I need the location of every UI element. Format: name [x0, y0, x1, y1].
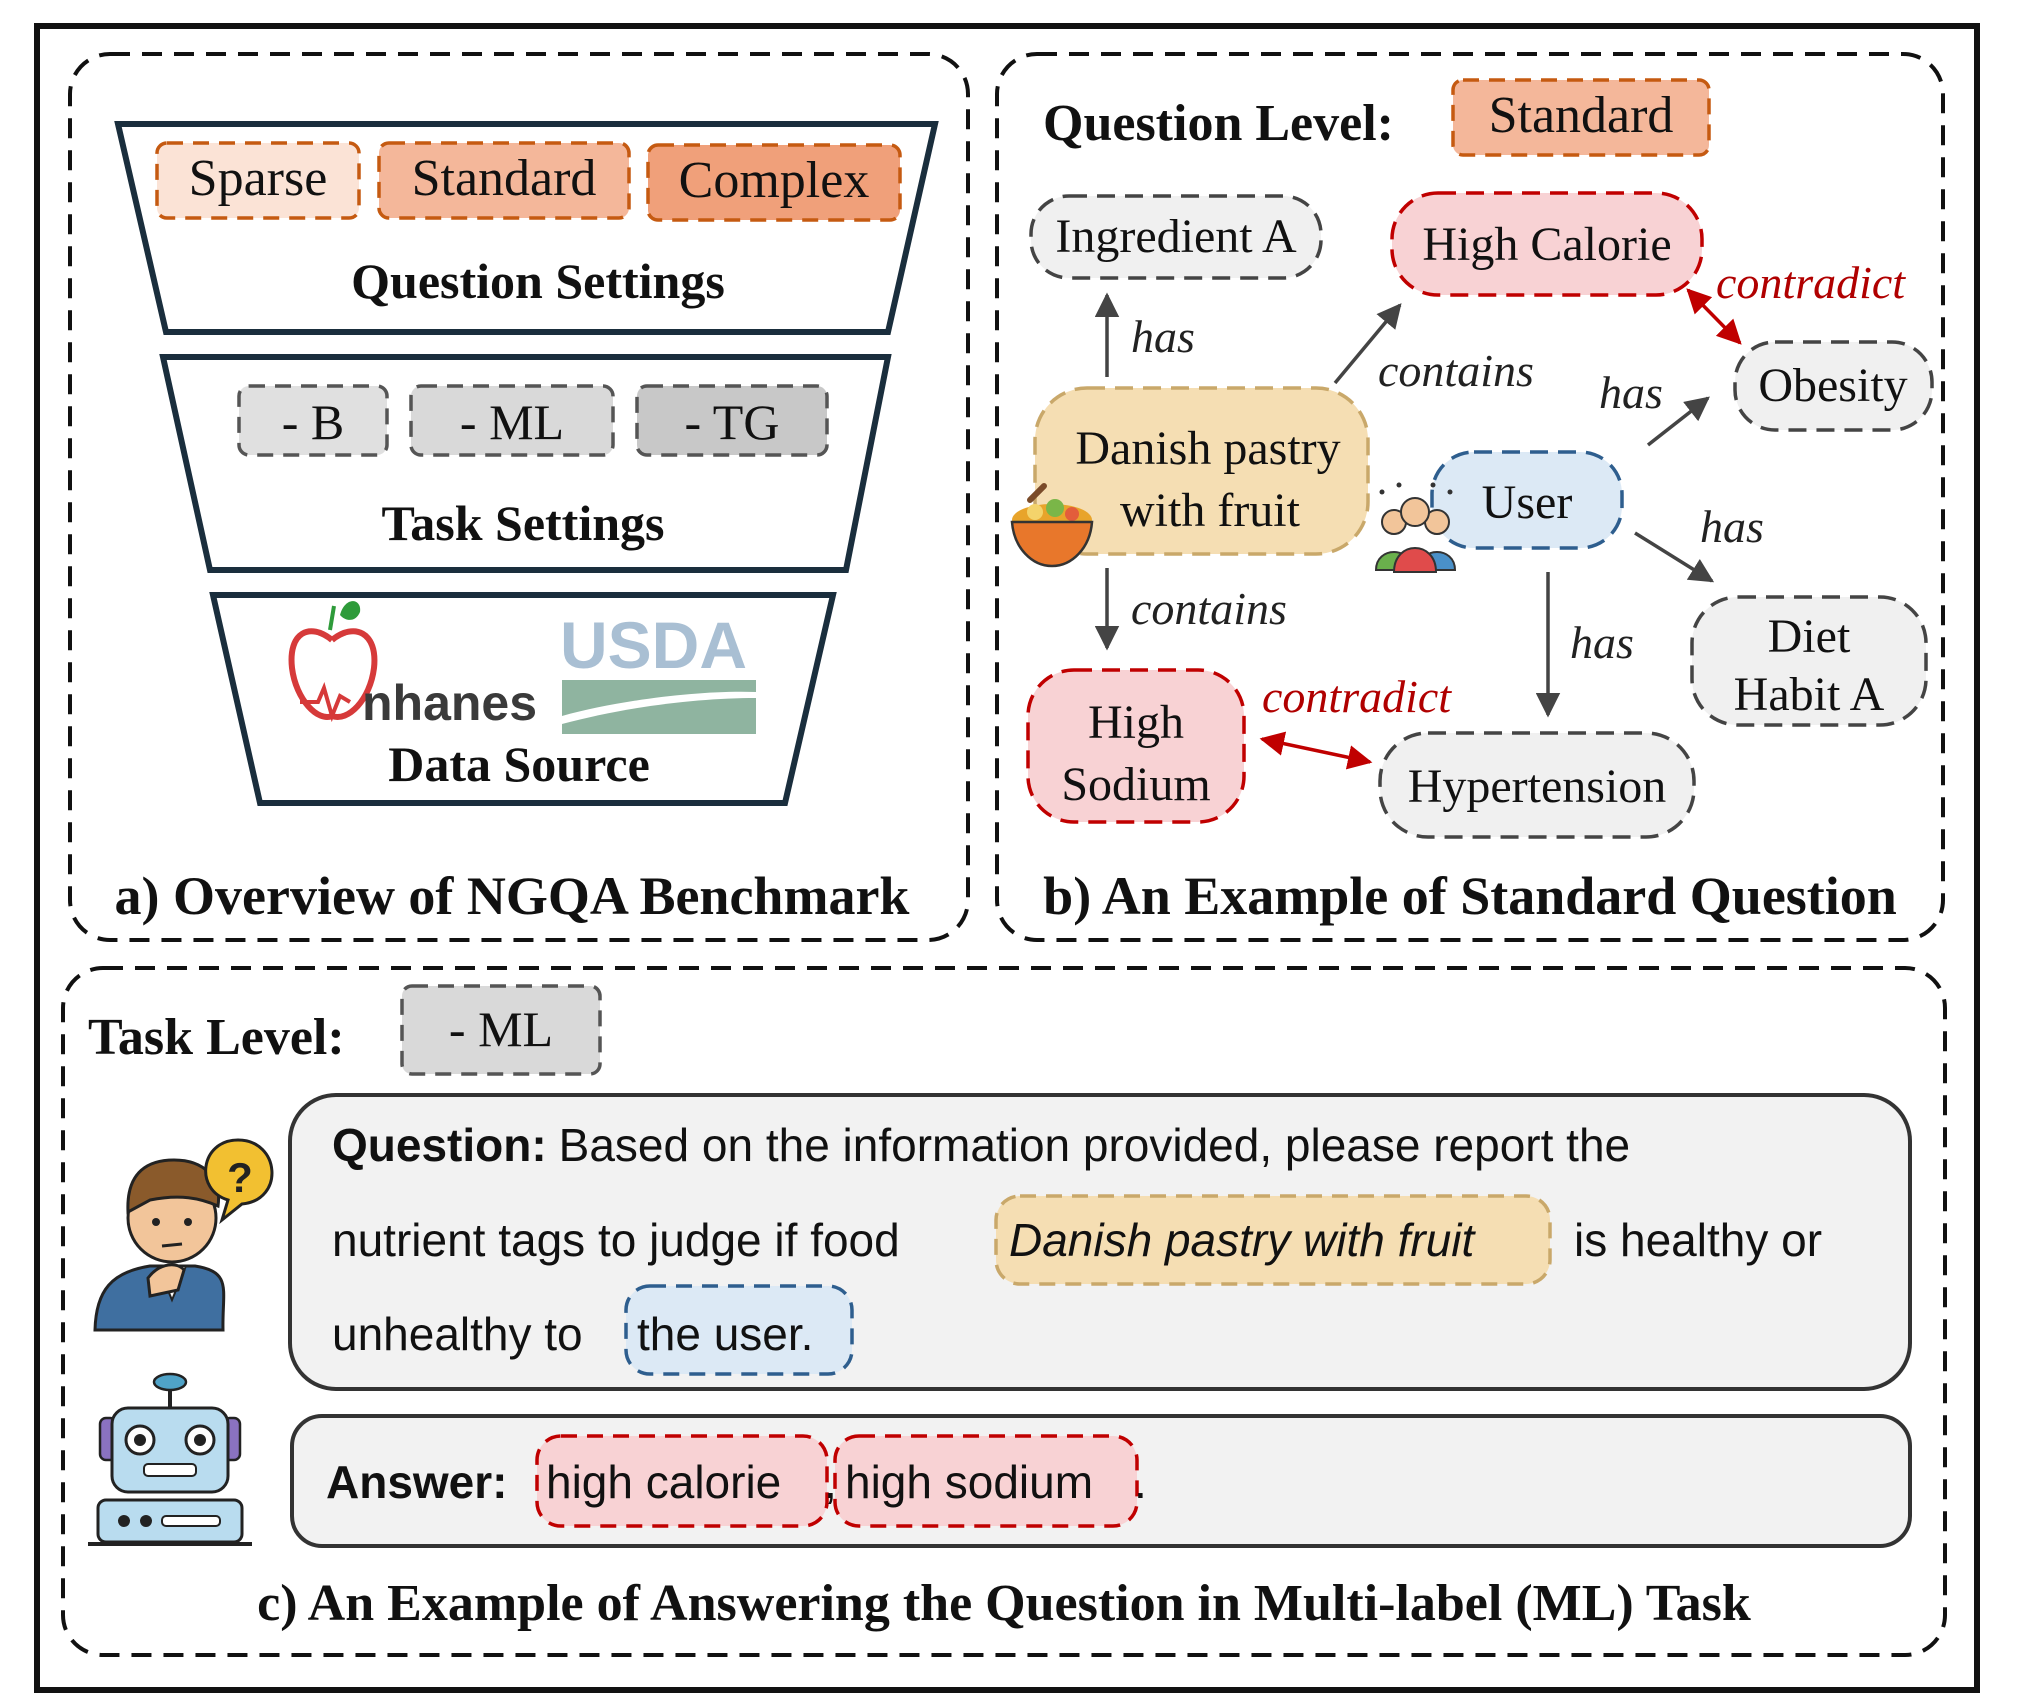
node-ingredient-a — [1029, 194, 1323, 280]
edge-label-pastry-ingredient: has — [1131, 311, 1195, 362]
task-tag-b — [237, 384, 389, 457]
node-high-sodium — [1026, 668, 1246, 824]
data-source-funnel — [209, 592, 837, 806]
question-food-highlight — [994, 1194, 1552, 1286]
apple-stem-icon — [328, 605, 336, 631]
node-hypertension — [1378, 731, 1696, 839]
question-user-highlight — [624, 1284, 854, 1376]
task-level-value: - ML — [449, 1001, 553, 1057]
question-level-label: Question Level: — [1043, 95, 1394, 152]
node-high-calorie — [1390, 191, 1704, 297]
nhanes-logo-text: nhanes — [362, 675, 537, 731]
question-label: Question: — [332, 1119, 547, 1171]
panel-b-caption: b) An Example of Standard Question — [1043, 866, 1897, 926]
thinking-person-icon: ? — [93, 1138, 274, 1332]
node-danish-pastry-line1: Danish pastry — [1075, 422, 1340, 475]
usda-logo-text: USDA — [560, 608, 747, 682]
edge-label-calorie-obesity: contradict — [1716, 257, 1906, 308]
data-source-title: Data Source — [388, 736, 650, 792]
node-ingredient-a-label: Ingredient A — [1055, 210, 1297, 263]
question-user: the user. — [637, 1308, 813, 1360]
node-diet-habit-line1: Diet — [1768, 610, 1851, 663]
task-tag-ml — [409, 384, 615, 457]
question-text-1: Based on the information provided, pleas… — [559, 1119, 1630, 1171]
usda-logo: USDA — [560, 608, 756, 734]
answer-tag-2-highlight — [833, 1434, 1139, 1528]
node-danish-pastry-line2: with fruit — [1120, 484, 1301, 537]
answer-period: . — [1134, 1456, 1147, 1508]
edge-label-pastry-calorie: contains — [1378, 345, 1534, 396]
speech-bubble-icon — [204, 1138, 274, 1225]
level-tag-standard — [377, 141, 631, 220]
node-user — [1430, 450, 1624, 550]
food-bowl-icon — [1010, 483, 1094, 568]
answer-label: Answer: — [326, 1456, 507, 1508]
node-high-calorie-label: High Calorie — [1422, 218, 1671, 271]
node-high-sodium-line2: Sodium — [1061, 758, 1210, 811]
level-tag-sparse — [155, 141, 361, 220]
question-food: Danish pastry with fruit — [1009, 1214, 1476, 1266]
answer-separator: , — [824, 1456, 837, 1508]
question-level-value: Standard — [1489, 87, 1674, 144]
question-line-1: Question:Based on the information provid… — [332, 1119, 1630, 1171]
task-settings-title: Task Settings — [382, 495, 665, 551]
edge-user-diet — [1634, 531, 1715, 583]
task-level-tag — [400, 984, 602, 1076]
edge-label-user-hypertension: has — [1570, 617, 1634, 668]
node-hypertension-label: Hypertension — [1408, 760, 1667, 813]
edge-sodium-hypertension — [1259, 731, 1373, 770]
panel-a-caption: a) Overview of NGQA Benchmark — [115, 866, 910, 926]
panel-c-border — [61, 966, 1947, 1657]
question-line-2a: nutrient tags to judge if food — [332, 1214, 900, 1266]
question-line-3a: unhealthy to — [332, 1308, 583, 1360]
answer-tag-2: high sodium — [845, 1456, 1093, 1508]
question-level-tag — [1451, 78, 1711, 157]
edge-label-sodium-hypertension: contradict — [1262, 671, 1452, 722]
node-diet-habit-line2: Habit A — [1734, 668, 1885, 721]
level-tag-sparse-label: Sparse — [189, 150, 328, 207]
user-group-icon — [1374, 482, 1457, 573]
apple-leaf-icon — [340, 601, 361, 620]
level-tag-complex — [646, 143, 902, 222]
task-level-label: Task Level: — [88, 1009, 345, 1066]
nhanes-logo: nhanes — [288, 601, 537, 731]
answer-tag-1: high calorie — [546, 1456, 781, 1508]
robot-icon — [88, 1372, 252, 1546]
edge-calorie-obesity — [1686, 288, 1742, 345]
panel-a-border — [68, 52, 970, 942]
answer-tag-1-highlight — [535, 1434, 829, 1528]
node-obesity — [1733, 340, 1934, 432]
panel-c-caption: c) An Example of Answering the Question … — [257, 1575, 1751, 1632]
edge-label-user-diet: has — [1700, 501, 1764, 552]
usda-field-lower-icon — [562, 698, 756, 734]
heartbeat-line-icon — [300, 682, 352, 723]
level-tag-complex-label: Complex — [679, 152, 870, 209]
question-line-2b: is healthy or — [1574, 1214, 1822, 1266]
edge-user-obesity — [1646, 396, 1710, 447]
edge-label-pastry-sodium: contains — [1131, 583, 1287, 634]
task-tag-ml-label: - ML — [460, 394, 564, 450]
edge-label-user-obesity: has — [1599, 367, 1663, 418]
node-obesity-label: Obesity — [1758, 359, 1907, 412]
node-user-label: User — [1482, 476, 1573, 529]
node-diet-habit — [1690, 595, 1928, 727]
node-danish-pastry — [1033, 386, 1370, 556]
usda-field-icon — [562, 680, 756, 716]
task-tag-tg — [635, 384, 829, 457]
question-mark-glyph: ? — [227, 1154, 253, 1201]
question-settings-title: Question Settings — [351, 253, 725, 309]
task-tag-tg-label: - TG — [685, 394, 780, 450]
task-tag-b-label: - B — [282, 394, 345, 450]
node-high-sodium-line1: High — [1088, 696, 1184, 749]
edge-pastry-calorie — [1333, 303, 1402, 385]
level-tag-standard-label: Standard — [412, 150, 597, 207]
outer-frame — [34, 23, 1980, 1693]
panel-b-border — [995, 52, 1945, 942]
